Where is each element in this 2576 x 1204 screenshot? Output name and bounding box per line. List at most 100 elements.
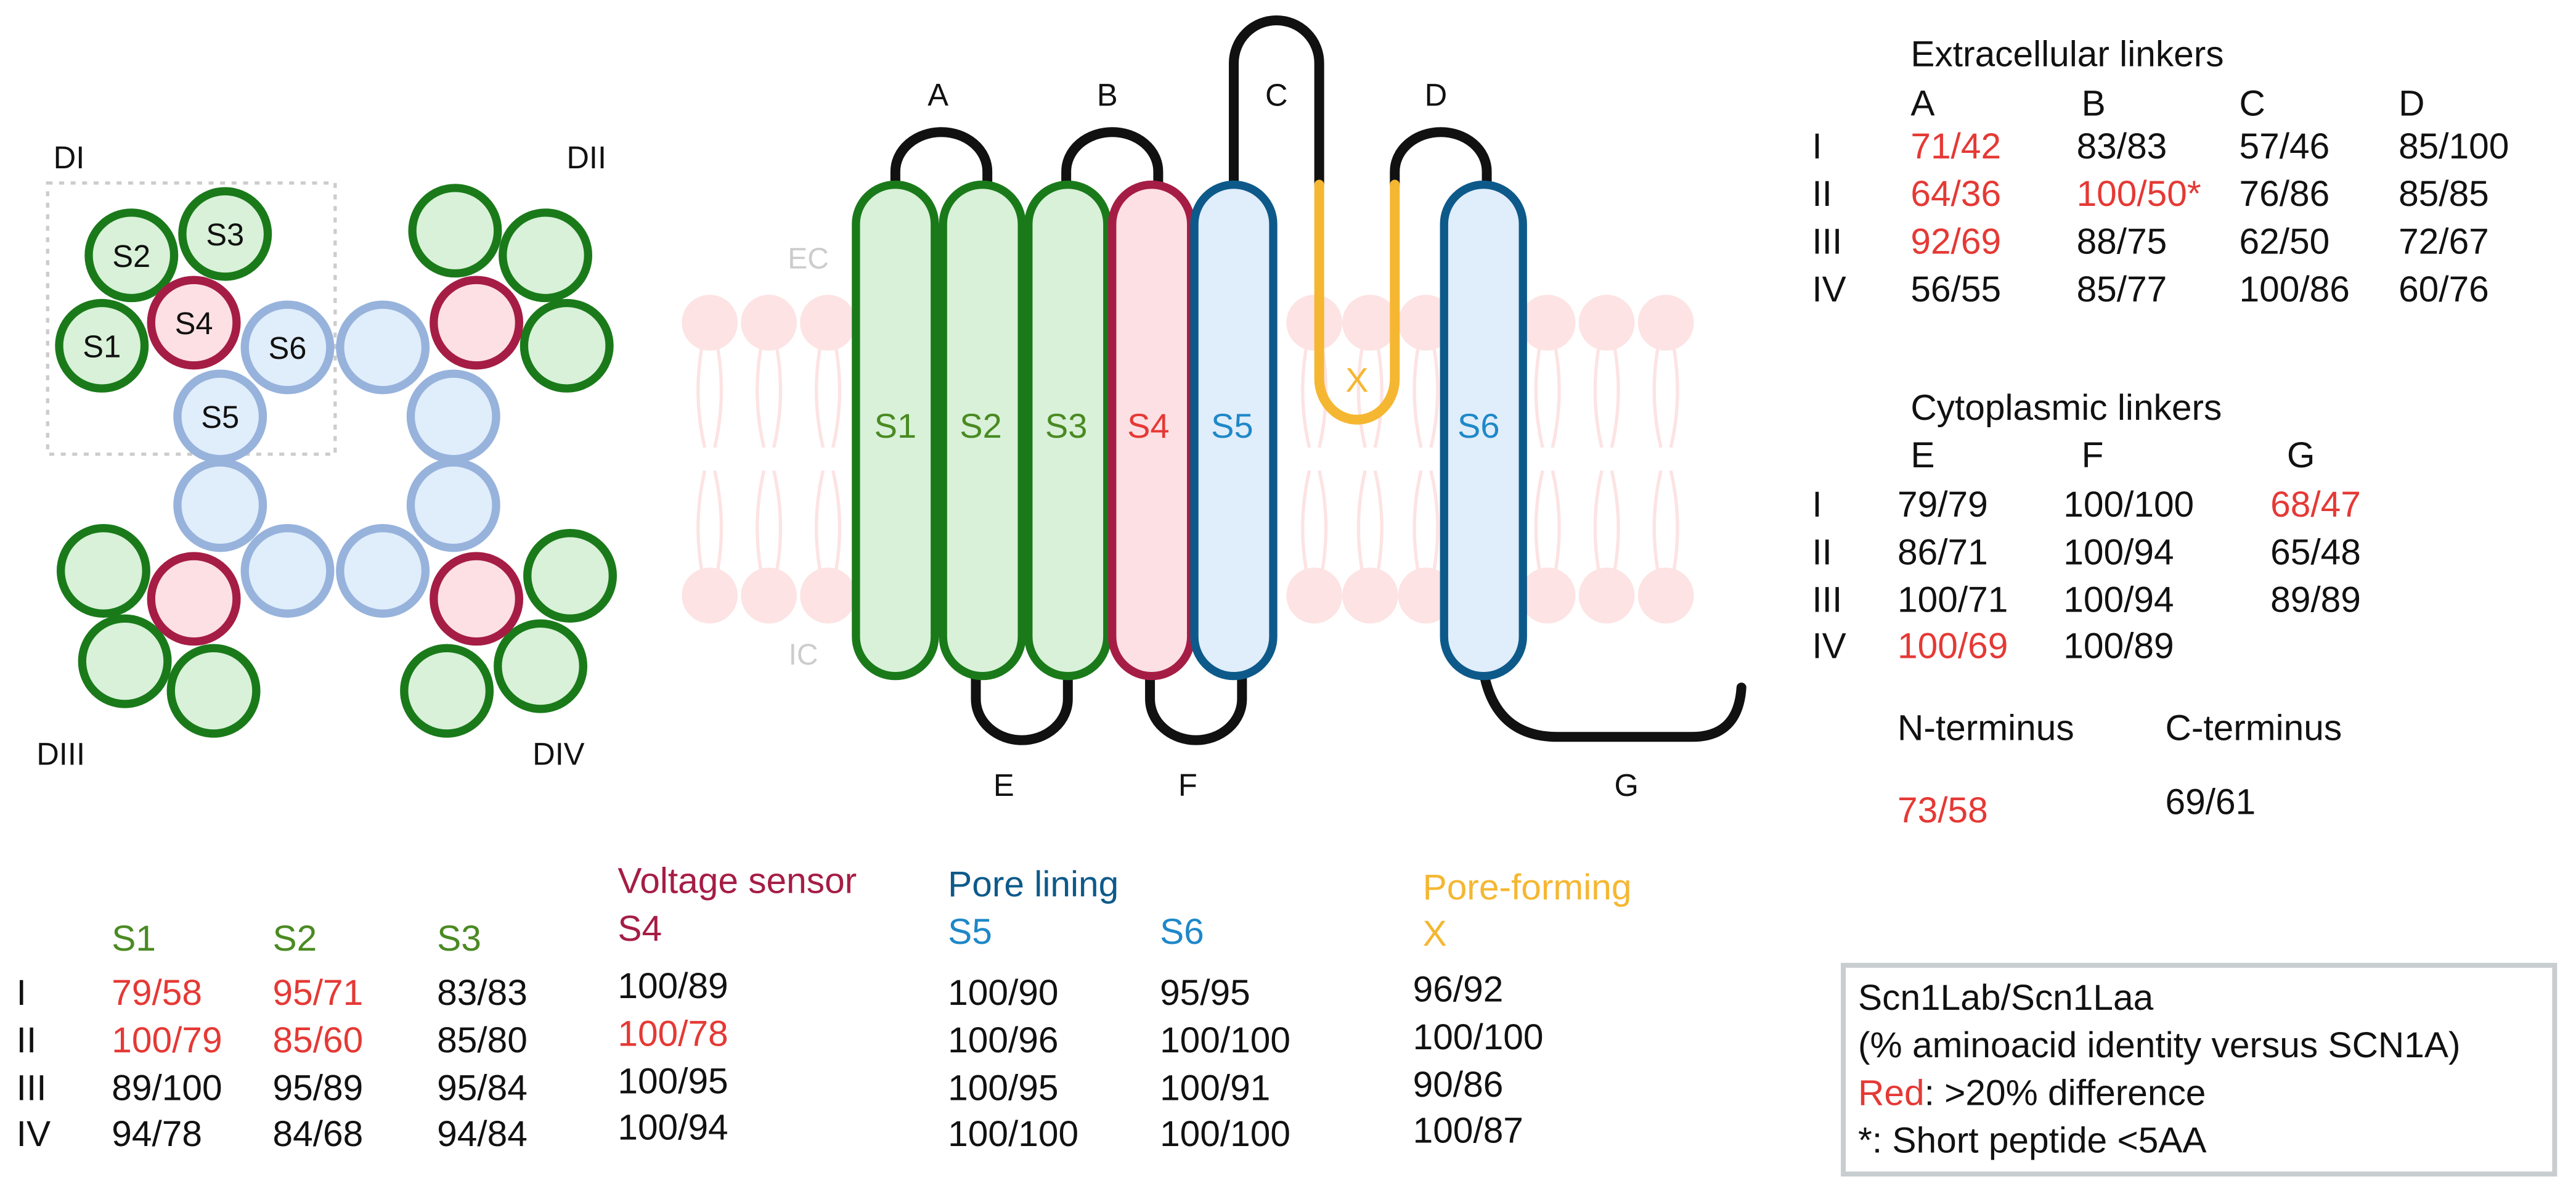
ec-label: EC [788,243,829,276]
ec-row-label: III [1812,222,1842,262]
seg-cell: 100/79 [112,1020,222,1060]
ec-row-label: I [1812,126,1822,166]
seg-cell: 94/84 [437,1114,528,1154]
lipid-head [1519,567,1576,624]
cy-cell: 100/69 [1897,626,2008,666]
seg-cell: 100/100 [1160,1020,1290,1060]
ec-cell: 85/85 [2399,174,2489,214]
seg-cell: 90/86 [1413,1065,1504,1105]
seg-cell: 100/95 [618,1062,728,1102]
loop-e [971,666,1073,745]
ring-circle [240,524,335,618]
lipid-tail [713,348,723,448]
linker-label-d: D [1425,78,1448,113]
ring-circle [406,369,500,464]
segment-table: Voltage sensor Pore lining Pore-forming … [17,861,1632,1155]
lipid-tail [831,348,842,448]
legend-red-meaning: : >20% difference [1925,1073,2206,1113]
cy-cell: 100/94 [2063,532,2174,572]
lipid-tail [1669,348,1679,448]
lipid-tail [1534,470,1544,570]
helix-s1-label: S1 [874,406,916,445]
ec-row-label: II [1812,174,1832,214]
seg-cell: 96/92 [1413,969,1504,1009]
ec-cell: 64/36 [1910,174,2001,214]
lipid-tail [1652,470,1663,570]
ring-circle [336,524,430,618]
cy-cell: 86/71 [1897,532,1988,572]
linker-label-e: E [993,768,1014,803]
ec-cell: 85/77 [2077,269,2167,309]
lipid-head [1637,295,1694,351]
domain-one-highlight-box [46,181,337,456]
cy-cell: 100/71 [1897,580,2008,620]
lipid-tail [696,470,707,570]
cy-row-label: I [1812,485,1822,525]
ec-cell: 88/75 [2077,222,2167,262]
ec-col-b: B [2082,84,2106,124]
lipid-tail [1652,348,1663,448]
legend-red-word: Red [1858,1073,1925,1113]
loop-c-top [1229,15,1324,190]
cy-cell: 65/48 [2270,532,2361,572]
seg-cell: 83/83 [437,973,528,1013]
legend-line-1: Scn1Lab/Scn1Laa [1858,978,2154,1018]
lipid-tail [756,348,766,448]
seg-cell: 79/58 [112,973,202,1013]
domain-label-diii: DIII [36,737,85,772]
cytoplasmic-title: Cytoplasmic linkers [1910,388,2222,428]
ec-cell: 56/55 [1910,269,2001,309]
pore-loop-x [1314,179,1400,425]
lipid-tail [1551,348,1561,448]
seg-cell: 84/68 [273,1114,364,1154]
lipid-tail [1610,470,1620,570]
helix-circle [523,529,618,623]
lipid-tail [1429,470,1440,570]
helix-s3 [1024,180,1112,681]
lipid-bilayer [682,295,1694,624]
domain-label-di: DI [54,140,85,175]
domain-label-dii: DII [566,140,606,175]
seg-cell: 100/100 [1413,1017,1544,1057]
lipid-tail [1669,470,1679,570]
seg-cell: 100/94 [618,1107,728,1147]
helix-circle [520,298,614,393]
lipid-head [1519,295,1576,351]
group-pore-lining: Pore lining [948,864,1119,904]
lipid-head [1342,567,1398,624]
helix-circle [408,184,502,278]
lipid-tail [1429,348,1440,448]
lipid-tail [1356,470,1367,570]
lipid-tail [1534,348,1544,448]
seg-cell: 94/78 [112,1114,202,1154]
cy-cell: 89/89 [2270,580,2361,620]
ec-row-label: IV [1812,269,1846,309]
lipid-tail [1610,348,1620,448]
lipid-tail [1412,470,1423,570]
cy-cell: 79/79 [1897,485,1988,525]
c-terminus-value: 69/61 [2166,782,2256,822]
loop-g [1478,666,1747,742]
voltage-sensor-helices [55,184,618,738]
helix-circle [400,644,494,738]
linker-label-b: B [1097,78,1118,113]
lipid-head [800,295,856,351]
ec-cell: 72/67 [2399,222,2489,262]
ic-label: IC [789,639,818,671]
lipid-tail [756,470,766,570]
seg-row-label: II [17,1020,37,1060]
membrane-topology: EC IC S1 S2 S3 S4 S5 [682,15,1747,803]
seg-col-s6: S6 [1160,912,1204,952]
linker-label-a: A [927,78,948,113]
s3-label: S3 [206,217,244,252]
cy-row-label: II [1812,532,1832,572]
cy-cell: 100/100 [2063,485,2194,525]
lipid-tail [1593,348,1604,448]
channel-top-view: S2 S3 S1 S4 S6 S5 DI DII DIII DIV [36,140,618,772]
s4-circle [147,276,241,370]
seg-cell: 95/95 [1160,973,1250,1013]
s4-circle [147,552,241,646]
lipid-tail [696,348,707,448]
